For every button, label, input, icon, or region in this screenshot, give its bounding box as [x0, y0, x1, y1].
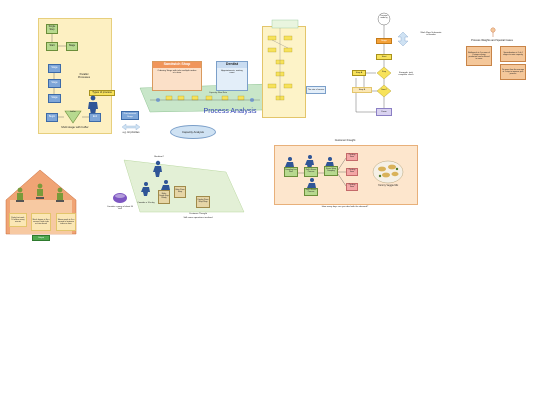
single-step-box: Single Step	[46, 24, 58, 34]
weights-box-right: Specialization at 1 of 4 stages to raise…	[500, 46, 526, 62]
line-bottom-caption-2: Still some operations involved	[183, 217, 213, 219]
flow-step-b-box: Step B	[352, 87, 372, 93]
sandwich-shop-card: Sandwich Shop Ordering Stage with take m…	[152, 61, 202, 91]
weights-title: Process Weights and Special Cases	[471, 39, 513, 42]
flow-start-box: Stage	[376, 38, 392, 44]
double-arrow-icon	[122, 124, 140, 130]
parallel-processes-label: Parallel Processes	[77, 73, 91, 79]
dentist-card: Dentist Appointments, waiting room	[216, 61, 248, 91]
rate-of-service-note: The rate of service	[306, 86, 326, 94]
flow-examples-note: Example: task complete check	[398, 72, 414, 77]
kitchen-box-2: Much slower at 6x a second, finish take …	[31, 213, 51, 231]
parallel-stage-c: Stage	[48, 94, 61, 103]
dumpling-lower-box: Roll & Steam Process	[304, 188, 318, 196]
sandwich-shop-body: Ordering Stage with take multiple orders…	[157, 69, 197, 75]
flow-proc1-box: Start	[376, 54, 392, 60]
dumpling-end-box-1: Packing Done	[346, 153, 358, 161]
kitchen-box-3: Slower work at 4x a second in between ta…	[56, 213, 76, 231]
flow-decision-2-label: Done?	[381, 89, 387, 91]
center-small-caption: Capacity: Flow Rate	[209, 92, 227, 94]
procurement-stage-box: Procurement Stage	[121, 111, 139, 120]
kitchen-output-box: Output	[32, 235, 50, 241]
dumpling-mid2-box: Steam Wrap Dumpling	[324, 166, 338, 176]
end-box: End	[89, 113, 101, 122]
weights-box-lower: Do more than the average at 1 step to im…	[500, 64, 526, 80]
line-box-2: Bake Pizza Shop	[174, 186, 186, 198]
dumpling-end-box-2: Packing Done	[346, 168, 358, 176]
procurement-caption: e.g. lot priorities	[122, 131, 140, 134]
flow-side-note: Work Flow Schematic in Header	[420, 32, 442, 37]
dumpling-dish-caption: Yummy Veggie Mix	[377, 184, 399, 187]
skeleton-label: Skeleton?	[154, 156, 164, 158]
buffer-label: buffer	[70, 111, 76, 113]
flow-decision-top: Decision made by	[380, 15, 388, 19]
updown-arrow-icon	[398, 32, 408, 46]
stage-box: Stage	[66, 42, 78, 51]
dumplings-bottom-caption: How many days can you deal with the dema…	[321, 206, 369, 208]
person-icon	[88, 95, 98, 115]
sandwich-shop-title: Sandwich Shop	[153, 62, 201, 68]
line-box-1: Make Dough Step Ready	[158, 190, 170, 204]
begin-box: Begin	[46, 113, 58, 122]
buffer-triangle-icon	[64, 110, 82, 124]
dentist-body: Appointments, waiting room	[221, 69, 243, 75]
parallel-stage-b: Stage	[48, 79, 61, 88]
dumpling-start-box: Dumpling Line Start	[284, 167, 298, 177]
flow-step-a-box: Step A	[352, 70, 366, 76]
line-step2-caption: Consider a 10x day	[137, 202, 155, 204]
parallel-stage-a: Stage	[48, 64, 61, 73]
flow-proc2-label: Step	[382, 71, 386, 73]
process-analysis-title: Process Analysis	[203, 108, 257, 115]
dentist-title: Dentist	[217, 62, 247, 68]
dumpling-mid-box: Roll & Steam Process	[304, 167, 318, 177]
weights-box-left: Bottleneck at 4 or more of 8 stages duri…	[466, 46, 492, 66]
flow-done-box: Done	[376, 108, 392, 116]
kitchen-box-1: Pretty fast work, 10 orders every minute	[9, 213, 27, 227]
multi-stage-caption: Multi stage with buffer	[61, 125, 89, 129]
types-of-process-tag: Types of process	[89, 90, 115, 96]
dumplings-title: Customer thought	[334, 139, 356, 142]
capacity-analysis-oval: Capacity Analysis	[170, 125, 216, 139]
start-box: Start	[46, 42, 58, 51]
dumpling-end-box-3: Packing Done	[346, 183, 358, 191]
line-box-3: Display Pizza Shop Shop	[196, 196, 210, 208]
line-bottom-caption-1: Customer Thought	[188, 213, 208, 215]
line-step1-caption: Consider a group of about 30 staff	[107, 206, 133, 211]
pin-icon	[490, 27, 496, 37]
